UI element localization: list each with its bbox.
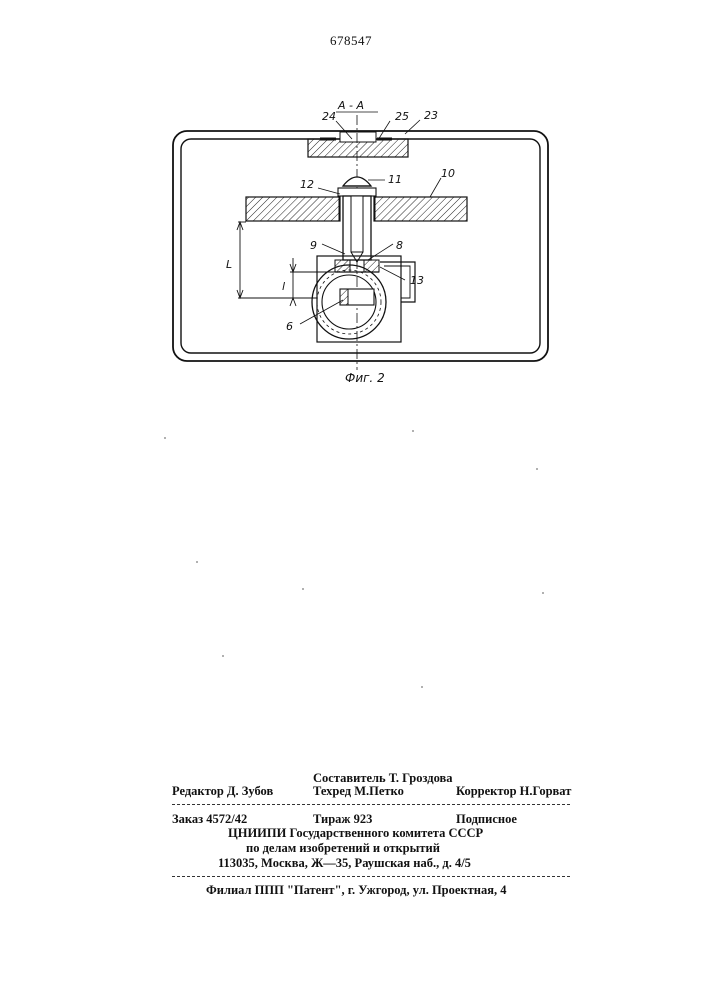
ring-part-6 (312, 265, 386, 339)
label-9: 9 (310, 239, 317, 252)
label-13: 13 (410, 274, 424, 287)
label-11: 11 (388, 173, 402, 186)
address-line: 113035, Москва, Ж—35, Раушская наб., д. … (218, 856, 471, 871)
label-25: 25 (395, 110, 409, 123)
dimension-L-label: L (226, 258, 232, 271)
figure-caption: Фиг. 2 (345, 371, 385, 385)
tirazh-line: Тираж 923 (313, 812, 372, 827)
bolt-head-part-11 (343, 177, 371, 186)
shaft-part-9 (339, 196, 375, 262)
editor-line: Редактор Д. Зубов (172, 784, 273, 799)
divider-bottom (172, 876, 570, 877)
corrector-line: Корректор Н.Горват (456, 784, 571, 799)
dimension-L (237, 222, 317, 298)
label-23: 23 (424, 109, 438, 122)
podpisnoe-line: Подписное (456, 812, 517, 827)
label-6: 6 (286, 320, 293, 333)
org-line-2: по делам изобретений и открытий (246, 841, 440, 856)
top-bracket-part-25 (308, 132, 408, 157)
branch-line: Филиал ППП "Патент", г. Ужгород, ул. Про… (206, 883, 506, 898)
label-8: 8 (396, 239, 403, 252)
washer-part-12 (338, 188, 376, 196)
org-line-1: ЦНИИПИ Государственного комитета СССР (228, 826, 483, 841)
techred-line: Техред М.Петко (313, 784, 404, 799)
order-line: Заказ 4572/42 (172, 812, 247, 827)
label-10: 10 (441, 167, 455, 180)
dimension-l-label: l (282, 280, 285, 293)
label-12: 12 (300, 178, 314, 191)
divider-top (172, 804, 570, 805)
section-label: А - А (337, 99, 364, 112)
label-24: 24 (322, 110, 336, 123)
